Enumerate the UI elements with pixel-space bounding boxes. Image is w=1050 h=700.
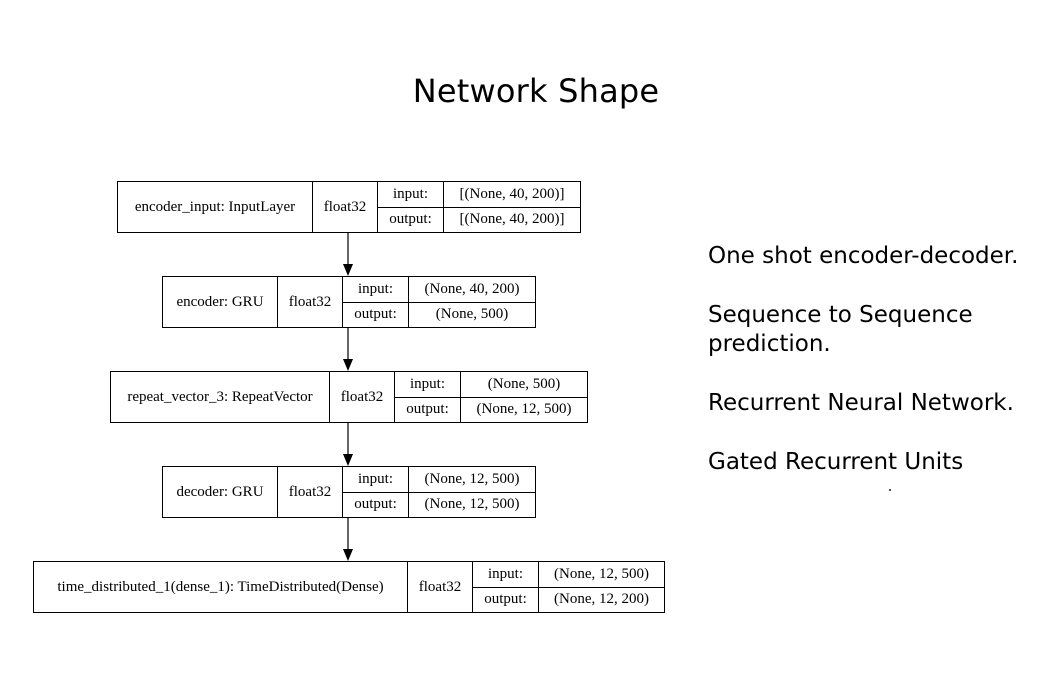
layer-node-encoder-gru: encoder: GRU float32 input: (None, 40, 2… xyxy=(162,276,536,328)
output-row: output: (None, 500) xyxy=(343,301,535,327)
output-label: output: xyxy=(343,492,409,517)
input-label: input: xyxy=(343,277,409,302)
layer-dtype: float32 xyxy=(330,372,395,422)
layer-io: input: [(None, 40, 200)] output: [(None,… xyxy=(378,182,580,232)
output-shape: (None, 12, 500) xyxy=(476,401,572,418)
layer-dtype: float32 xyxy=(278,277,343,327)
layer-node-decoder-gru: decoder: GRU float32 input: (None, 12, 5… xyxy=(162,466,536,518)
layer-node-repeat-vector: repeat_vector_3: RepeatVector float32 in… xyxy=(110,371,588,423)
layer-io: input: (None, 40, 200) output: (None, 50… xyxy=(343,277,535,327)
input-label: input: xyxy=(395,372,461,397)
layer-io: input: (None, 500) output: (None, 12, 50… xyxy=(395,372,587,422)
description-notes: One shot encoder-decoder. Sequence to Se… xyxy=(708,242,1038,507)
layer-dtype: float32 xyxy=(278,467,343,517)
layer-node-encoder-input: encoder_input: InputLayer float32 input:… xyxy=(117,181,581,233)
output-label: output: xyxy=(473,587,539,612)
output-row: output: (None, 12, 500) xyxy=(343,491,535,517)
stray-dot xyxy=(889,489,891,491)
input-label: input: xyxy=(343,467,409,492)
arrow-repeat-vector-to-decoder xyxy=(343,423,353,466)
input-row: input: (None, 12, 500) xyxy=(473,562,664,587)
input-label: input: xyxy=(473,562,539,587)
layer-io: input: (None, 12, 500) output: (None, 12… xyxy=(473,562,664,612)
output-shape: (None, 12, 500) xyxy=(424,496,520,513)
note-gru: Gated Recurrent Units xyxy=(708,449,964,475)
output-shape: [(None, 40, 200)] xyxy=(459,211,565,228)
layer-name: encoder: GRU xyxy=(163,277,278,327)
output-shape: (None, 500) xyxy=(435,306,509,323)
arrow-encoder-to-repeat-vector xyxy=(343,328,353,371)
input-row: input: [(None, 40, 200)] xyxy=(378,182,580,207)
layer-name: repeat_vector_3: RepeatVector xyxy=(111,372,330,422)
layer-dtype: float32 xyxy=(313,182,378,232)
input-shape: [(None, 40, 200)] xyxy=(459,185,565,202)
input-shape: (None, 12, 500) xyxy=(554,565,649,582)
layer-name: decoder: GRU xyxy=(163,467,278,517)
input-label: input: xyxy=(378,182,444,207)
output-row: output: (None, 12, 500) xyxy=(395,396,587,422)
output-label: output: xyxy=(343,302,409,327)
arrow-decoder-to-time-distributed xyxy=(343,518,353,561)
note-encoder-decoder: One shot encoder-decoder. xyxy=(708,243,1019,269)
note-rnn: Recurrent Neural Network. xyxy=(708,390,1014,416)
arrow-encoder-input-to-encoder xyxy=(343,233,353,276)
page-title: Network Shape xyxy=(412,72,660,110)
output-row: output: [(None, 40, 200)] xyxy=(378,206,580,232)
note-seq2seq: Sequence to Sequence prediction. xyxy=(708,302,973,357)
layer-name: time_distributed_1(dense_1): TimeDistrib… xyxy=(34,562,408,612)
layer-name: encoder_input: InputLayer xyxy=(118,182,313,232)
input-shape: (None, 40, 200) xyxy=(424,280,520,297)
output-label: output: xyxy=(395,397,461,422)
input-shape: (None, 500) xyxy=(487,375,561,392)
input-row: input: (None, 12, 500) xyxy=(343,467,535,492)
layer-dtype: float32 xyxy=(408,562,473,612)
output-row: output: (None, 12, 200) xyxy=(473,586,664,612)
layer-io: input: (None, 12, 500) output: (None, 12… xyxy=(343,467,535,517)
output-label: output: xyxy=(378,207,444,232)
output-shape: (None, 12, 200) xyxy=(554,591,649,608)
layer-node-time-distributed: time_distributed_1(dense_1): TimeDistrib… xyxy=(33,561,665,613)
input-row: input: (None, 40, 200) xyxy=(343,277,535,302)
input-shape: (None, 12, 500) xyxy=(424,470,520,487)
input-row: input: (None, 500) xyxy=(395,372,587,397)
